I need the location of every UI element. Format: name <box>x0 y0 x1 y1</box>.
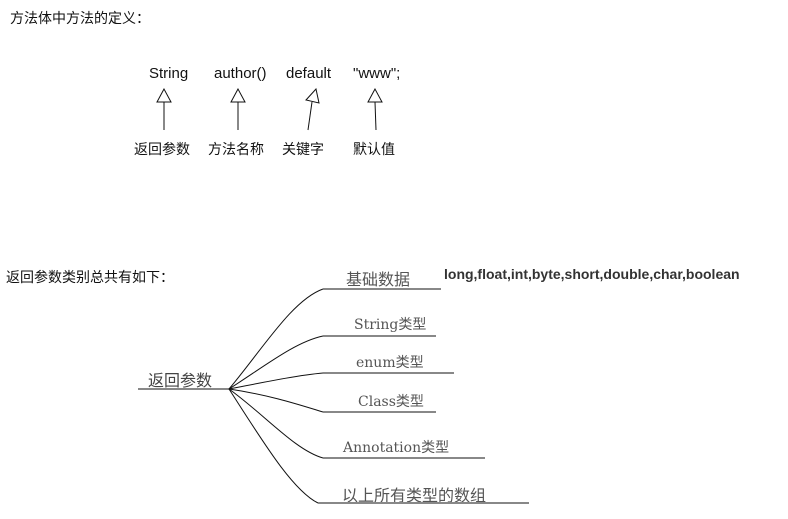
arrow-return-type <box>156 87 172 130</box>
code-token-method-name: author() <box>214 65 267 82</box>
label-return-param: 返回参数 <box>134 142 190 158</box>
arrow-method-name <box>230 87 246 130</box>
basic-data-types-list: long,float,int,byte,short,double,char,bo… <box>444 266 740 282</box>
tree-branch-lines <box>228 288 324 504</box>
branch-class-type: Class类型 <box>358 394 424 410</box>
arrow-head-icon <box>156 87 172 103</box>
branch-enum-type: enum类型 <box>356 355 424 371</box>
label-default-value: 默认值 <box>353 142 395 158</box>
tree-root-label: 返回参数 <box>148 371 213 390</box>
tree-branch-underlines <box>318 288 529 504</box>
branch-annotation-type: Annotation类型 <box>343 440 450 456</box>
arrow-head-icon <box>305 87 320 104</box>
label-method-name: 方法名称 <box>208 142 264 158</box>
section1-heading: 方法体中方法的定义： <box>10 11 150 27</box>
branch-array-type: 以上所有类型的数组 <box>342 486 487 505</box>
arrow-head-icon <box>230 87 246 103</box>
code-token-keyword: default <box>286 65 332 82</box>
branch-basic-data: 基础数据 <box>346 270 411 289</box>
code-token-default-value: "www"; <box>353 65 401 82</box>
arrow-keyword <box>305 87 320 131</box>
branch-string-type: String类型 <box>354 317 427 333</box>
arrow-head-icon <box>367 87 383 103</box>
arrow-default-value <box>367 87 383 131</box>
section2-heading: 返回参数类别总共有如下： <box>6 270 174 286</box>
code-token-return-type: String <box>149 65 189 82</box>
label-keyword: 关键字 <box>282 142 324 158</box>
